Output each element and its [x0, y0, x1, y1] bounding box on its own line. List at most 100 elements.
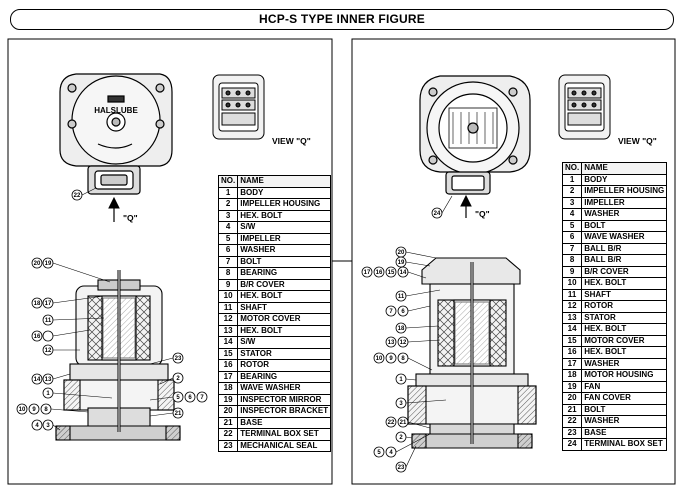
page-title: HCP-S TYPE INNER FIGURE — [259, 12, 425, 26]
right-callouts — [361, 207, 443, 473]
header-no: NO. — [217, 175, 239, 188]
left-view-q-label: VIEW "Q" — [272, 136, 311, 146]
part-name: IMPELLER — [581, 196, 668, 209]
part-name: INSPECTOR MIRROR — [237, 393, 332, 406]
header-name: NAME — [237, 175, 332, 188]
part-number: 5 — [561, 219, 583, 232]
callout-label: 7 — [389, 309, 393, 315]
part-number: 22 — [217, 428, 239, 441]
part-number: 21 — [217, 416, 239, 429]
left-top-view — [59, 73, 173, 195]
callout-label: 8 — [401, 356, 405, 362]
part-name: BALL B/R — [581, 254, 668, 267]
right-leader-lines — [395, 195, 453, 468]
part-number: 16 — [561, 346, 583, 359]
part-number: 4 — [561, 208, 583, 221]
callout-label: 5 — [176, 395, 180, 401]
callout-label: 1 — [46, 391, 50, 397]
part-number: 12 — [561, 300, 583, 313]
part-number: 4 — [217, 221, 239, 234]
part-number: 17 — [217, 370, 239, 383]
callout-label: 3 — [46, 423, 50, 429]
part-name: ROTOR — [237, 359, 332, 372]
callout-label: 3 — [399, 401, 403, 407]
part-number: 12 — [217, 313, 239, 326]
brand-logo-text: HALSLUBE — [94, 106, 138, 115]
part-name: BASE — [581, 426, 668, 439]
callout-label: 21 — [175, 411, 182, 417]
callout-label: 13 — [45, 377, 52, 383]
callout-label: 19 — [45, 261, 52, 267]
part-name: BASE — [237, 416, 332, 429]
part-name: STATOR — [581, 311, 668, 324]
part-number: 23 — [217, 439, 239, 452]
part-name: BODY — [237, 186, 332, 199]
part-number: 14 — [217, 336, 239, 349]
part-name: WASHER — [581, 357, 668, 370]
part-number: 11 — [217, 301, 239, 314]
part-number: 13 — [217, 324, 239, 337]
left-leader-lines — [50, 187, 174, 431]
part-number: 6 — [561, 231, 583, 244]
part-number: 10 — [217, 290, 239, 303]
part-name: STATOR — [237, 347, 332, 360]
part-name: BOLT — [581, 403, 668, 416]
part-name: TERMINAL BOX SET — [581, 438, 668, 451]
callout-label: 11 — [398, 294, 405, 300]
callout-label: 15 — [388, 270, 395, 276]
part-number: 22 — [561, 415, 583, 428]
part-name: FAN — [581, 380, 668, 393]
header-name: NAME — [581, 162, 668, 175]
part-name: ROTOR — [581, 300, 668, 313]
part-number: 23 — [561, 426, 583, 439]
right-section-view — [407, 257, 537, 449]
part-name: BEARING — [237, 370, 332, 383]
callout-label: 7 — [200, 395, 204, 401]
right-view-q-box — [558, 74, 611, 140]
left-callout-labels: 22 20 19 18 17 11 16 12 14 13 10 9 8 4 3… — [19, 193, 205, 429]
part-number: 21 — [561, 403, 583, 416]
part-number: 15 — [561, 334, 583, 347]
right-callout-labels: 24 20 19 17 16 15 14 11 7 6 18 13 12 10 … — [364, 211, 441, 471]
part-number: 18 — [217, 382, 239, 395]
part-name: S/W — [237, 221, 332, 234]
part-number: 1 — [561, 173, 583, 186]
header-no: NO. — [561, 162, 583, 175]
part-number: 19 — [217, 393, 239, 406]
part-name: FAN COVER — [581, 392, 668, 405]
part-name: BOLT — [581, 219, 668, 232]
part-name: HEX. BOLT — [581, 323, 668, 336]
part-number: 3 — [561, 196, 583, 209]
part-name: HEX. BOLT — [237, 324, 332, 337]
part-name: S/W — [237, 336, 332, 349]
part-number: 6 — [217, 244, 239, 257]
callout-label: 20 — [34, 261, 41, 267]
callout-label: 18 — [398, 326, 405, 332]
right-q-label: "Q" — [475, 209, 490, 219]
part-number: 9 — [217, 278, 239, 291]
part-number: 5 — [217, 232, 239, 245]
callout-label: 24 — [434, 211, 441, 217]
part-number: 7 — [217, 255, 239, 268]
